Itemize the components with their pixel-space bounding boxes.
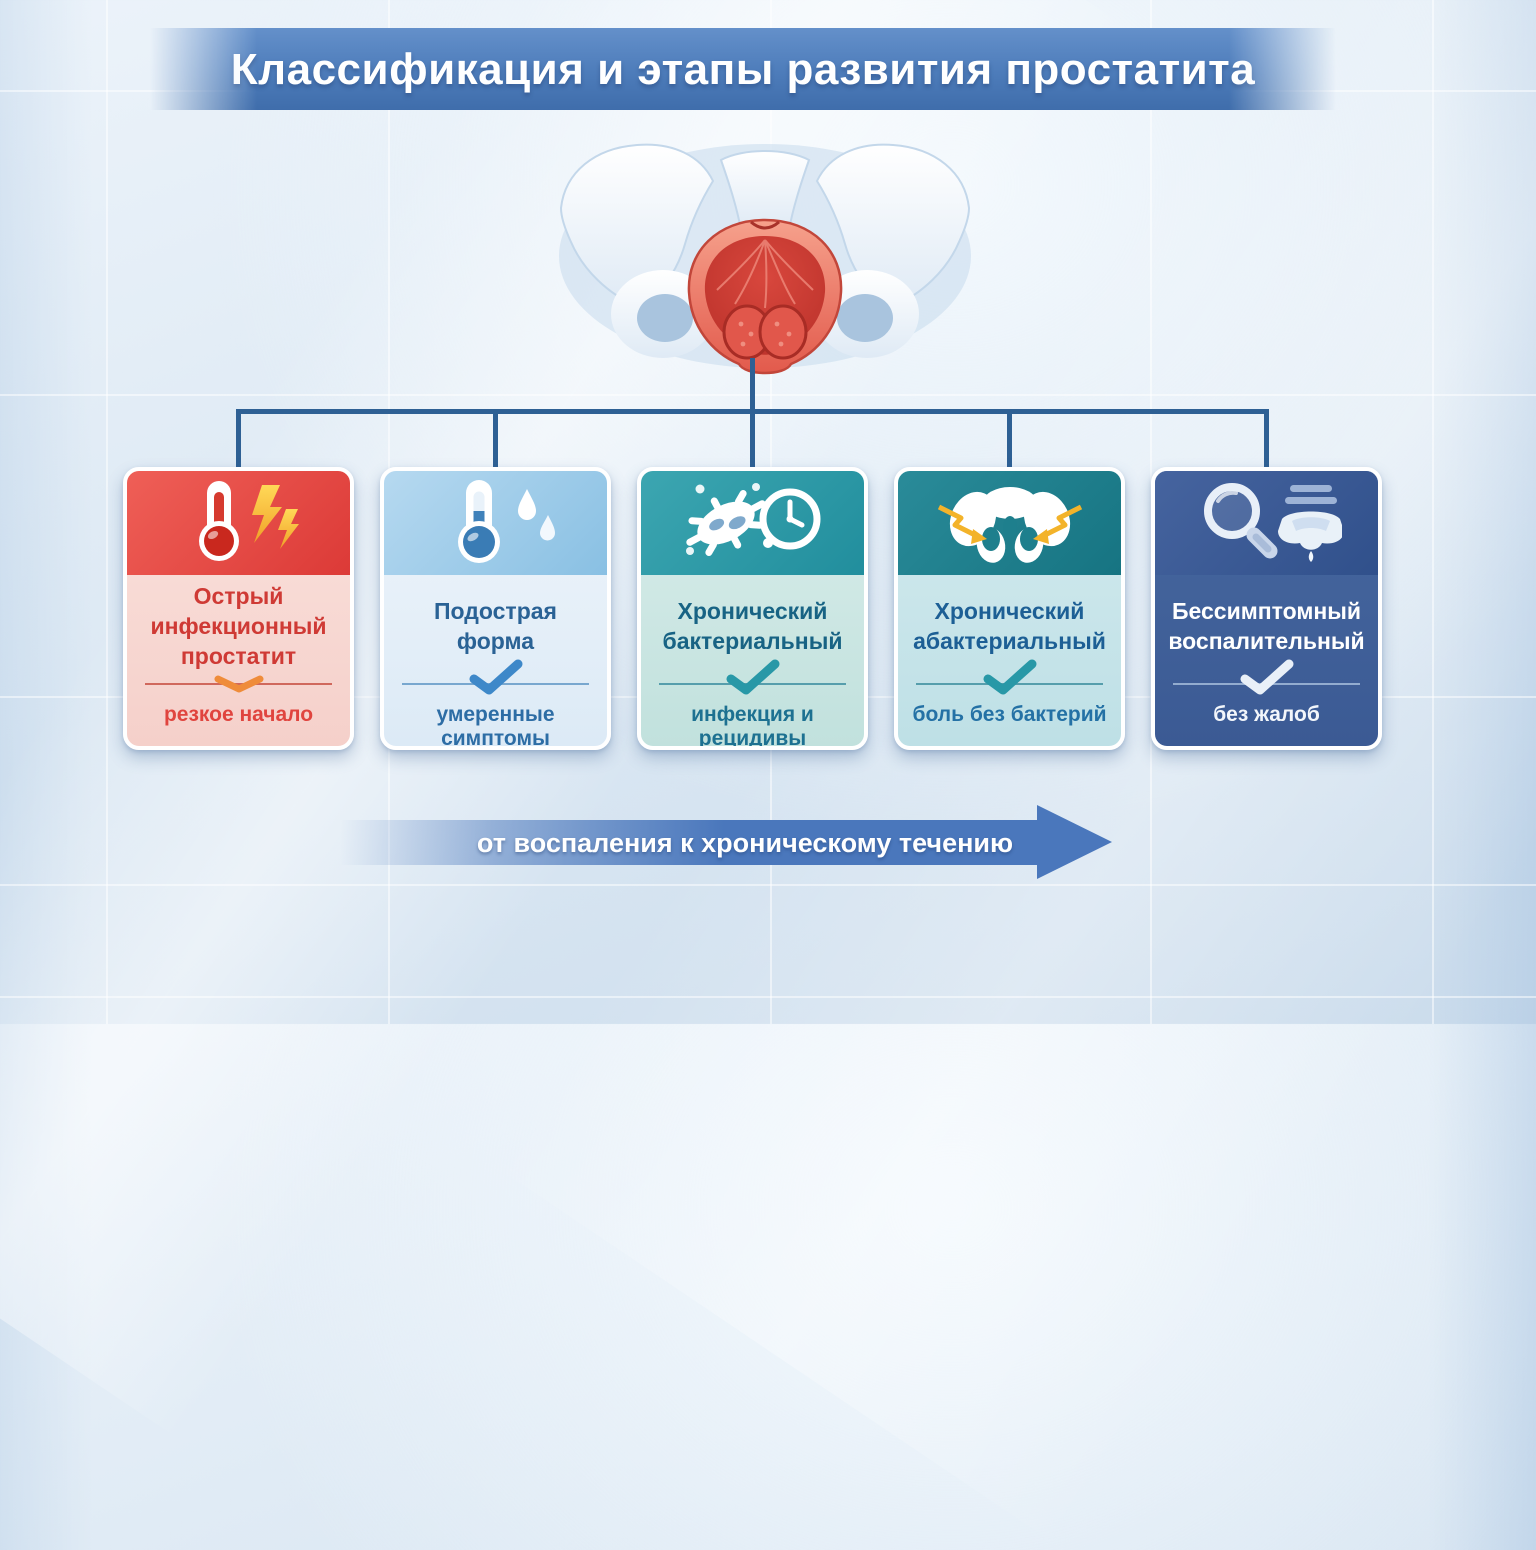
card-subtitle: инфекция и рецидивы (691, 703, 814, 750)
connector-drop (236, 409, 241, 469)
pelvis-prostate-illustration (559, 143, 971, 375)
connector-drop (750, 409, 755, 469)
grid-line (0, 996, 1536, 998)
card-title: Бессимптомный воспалительный (1168, 598, 1365, 654)
card-chronic-abacterial: Хронический абактериальный боль без бакт… (894, 467, 1125, 750)
card-header (1155, 471, 1378, 575)
title-banner: Классификация и этапы развития простатит… (150, 28, 1336, 110)
connector-drop (493, 409, 498, 469)
card-title: Острый инфекционный простатит (150, 583, 327, 669)
checkmark-icon (469, 659, 522, 695)
card-subtitle: боль без бактерий (912, 703, 1107, 726)
card-subtitle: без жалоб (1213, 703, 1320, 726)
card-header (898, 471, 1121, 575)
connector-stem (750, 358, 755, 412)
pelvis-pain-icon (937, 487, 1082, 563)
grid-line (0, 884, 1536, 886)
progression-arrow-label: от воспаления к хроническому течению (476, 828, 1014, 858)
card-header (641, 471, 864, 575)
thermometer-lightning-icon (198, 481, 299, 561)
card-header (384, 471, 607, 575)
card-acute-infectious: Острый инфекционный простатит резкое нач… (123, 467, 354, 750)
card-subacute: Подострая форма умеренные симптомы (380, 467, 611, 750)
grid-line (106, 0, 108, 1024)
connector-drop (1264, 409, 1269, 469)
card-subtitle: умеренные симптомы (436, 703, 555, 750)
checkmark-icon (1240, 659, 1293, 695)
thermometer-drops-icon (457, 480, 555, 563)
page-title: Классификация и этапы развития простатит… (230, 45, 1256, 94)
card-header (127, 471, 350, 575)
grid-line (1432, 0, 1434, 1024)
connector-drop (1007, 409, 1012, 469)
bacteria-clock-icon (685, 483, 820, 557)
checkmark-icon (983, 659, 1036, 695)
card-subtitle: резкое начало (163, 703, 314, 726)
checkmark-icon (726, 659, 779, 695)
card-chronic-bacterial: Хронический бактериальный инфекция и рец… (637, 467, 868, 750)
chevron-down-icon (214, 675, 263, 693)
grid-line (0, 394, 1536, 396)
magnifier-prostate-icon (1203, 483, 1342, 562)
card-asymptomatic-inflammatory: Бессимптомный воспалительный без жалоб (1151, 467, 1382, 750)
